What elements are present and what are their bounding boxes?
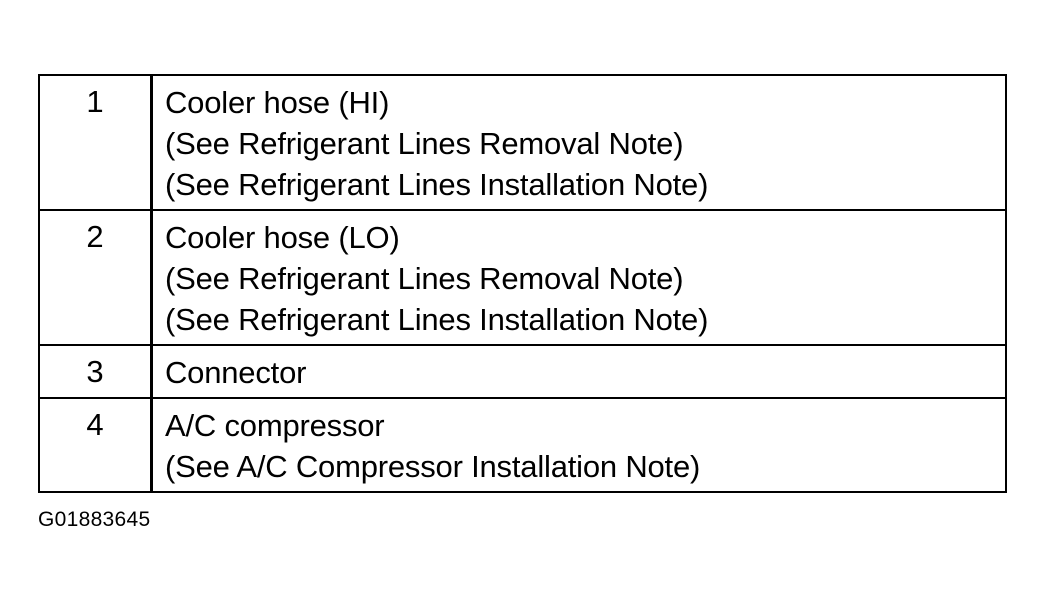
item-note: (See Refrigerant Lines Installation Note… <box>165 302 709 337</box>
table-row: 3 Connector <box>38 344 1007 399</box>
item-note: (See A/C Compressor Installation Note) <box>165 449 701 484</box>
table-row: 1 Cooler hose (HI) (See Refrigerant Line… <box>38 74 1007 211</box>
figure-id: G01883645 <box>38 508 151 531</box>
item-description: A/C compressor (See A/C Compressor Insta… <box>150 397 1007 493</box>
item-description: Cooler hose (HI) (See Refrigerant Lines … <box>150 74 1007 211</box>
item-number: 3 <box>38 344 153 399</box>
item-number: 1 <box>38 74 153 211</box>
table-row: 4 A/C compressor (See A/C Compressor Ins… <box>38 397 1007 493</box>
item-note: (See Refrigerant Lines Removal Note) <box>165 126 684 161</box>
item-name: Cooler hose (HI) <box>165 85 390 120</box>
item-name: A/C compressor <box>165 408 385 443</box>
item-note: (See Refrigerant Lines Installation Note… <box>165 167 709 202</box>
item-note: (See Refrigerant Lines Removal Note) <box>165 261 684 296</box>
item-number: 2 <box>38 209 153 346</box>
item-name: Connector <box>165 355 307 390</box>
item-description: Connector <box>150 344 1007 399</box>
table-row: 2 Cooler hose (LO) (See Refrigerant Line… <box>38 209 1007 346</box>
item-name: Cooler hose (LO) <box>165 220 400 255</box>
item-number: 4 <box>38 397 153 493</box>
item-description: Cooler hose (LO) (See Refrigerant Lines … <box>150 209 1007 346</box>
component-legend-table: 1 Cooler hose (HI) (See Refrigerant Line… <box>38 74 1007 493</box>
